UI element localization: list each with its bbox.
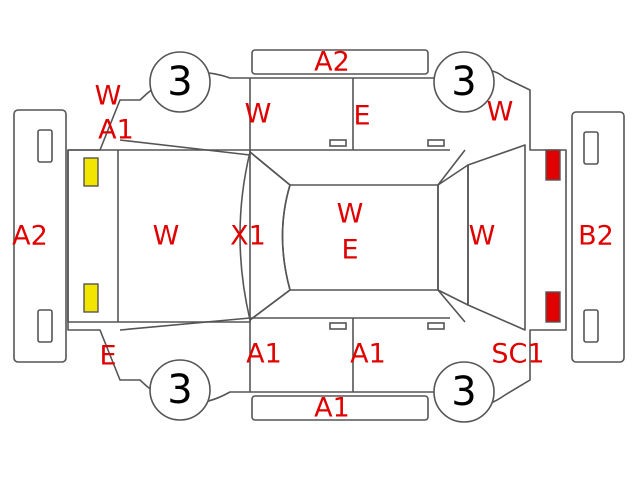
upper-beltline	[119, 139, 251, 156]
wheel-front-left	[149, 51, 211, 113]
label-bottom-body: A1	[314, 393, 350, 424]
top-side-panel	[251, 49, 429, 75]
label-rear-quarter-bottom: SC1	[491, 339, 544, 370]
wheel-rear-left-grade: 3	[451, 59, 476, 105]
label-front-door-top: W	[245, 99, 272, 130]
label-roof-w: W	[337, 199, 364, 230]
label-front-fender-bottom: E	[99, 341, 116, 372]
label-rear-quarter-top: W	[487, 97, 514, 128]
c-pillar-bottom	[437, 289, 466, 323]
door-handle-bottom-rear	[427, 322, 445, 330]
a-pillar-top	[249, 151, 291, 186]
wheel-front-right-grade: 3	[167, 367, 192, 413]
label-rear-bumper: B2	[578, 221, 614, 252]
rear-bumper-slot-top	[583, 131, 599, 165]
door-handle-bottom-front	[329, 322, 347, 330]
front-light-bottom	[83, 283, 99, 313]
door-handle-top-rear	[427, 139, 445, 147]
label-rear-door-bottom: A1	[350, 339, 386, 370]
label-rear-door-top: E	[353, 101, 370, 132]
rear-glass-outline	[437, 164, 469, 306]
roof-outline	[281, 184, 439, 291]
wheel-front-left-grade: 3	[167, 59, 192, 105]
front-bumper-slot-top	[37, 129, 53, 163]
label-roof-e: E	[341, 235, 358, 266]
front-bumper-outline	[13, 109, 67, 363]
front-light-top	[83, 157, 99, 187]
a-pillar-bottom	[249, 289, 291, 321]
label-windshield: X1	[230, 221, 266, 252]
wheel-front-right	[149, 359, 211, 421]
label-top-body: A2	[314, 47, 350, 78]
door-handle-top-front	[329, 139, 347, 147]
c-pillar-top	[437, 149, 466, 186]
bottom-side-panel	[251, 395, 429, 421]
front-bumper-slot-bottom	[37, 309, 53, 343]
trunk-outline	[467, 144, 526, 331]
label-rear-glass: W	[469, 221, 496, 252]
wheel-rear-right	[433, 361, 495, 423]
label-front-bumper: A2	[12, 221, 48, 252]
rear-light-top	[545, 149, 561, 181]
lower-beltline	[119, 317, 251, 331]
label-front-door-bottom: A1	[246, 339, 282, 370]
wheel-rear-right-grade: 3	[451, 369, 476, 415]
rear-bumper-slot-bottom	[583, 309, 599, 343]
label-left-fender-a1: A1	[98, 115, 134, 146]
rear-light-bottom	[545, 291, 561, 323]
rear-bumper-outline	[571, 111, 625, 363]
label-left-fender-w: W	[95, 81, 122, 112]
label-hood: W	[153, 221, 180, 252]
wheel-rear-left	[433, 51, 495, 113]
